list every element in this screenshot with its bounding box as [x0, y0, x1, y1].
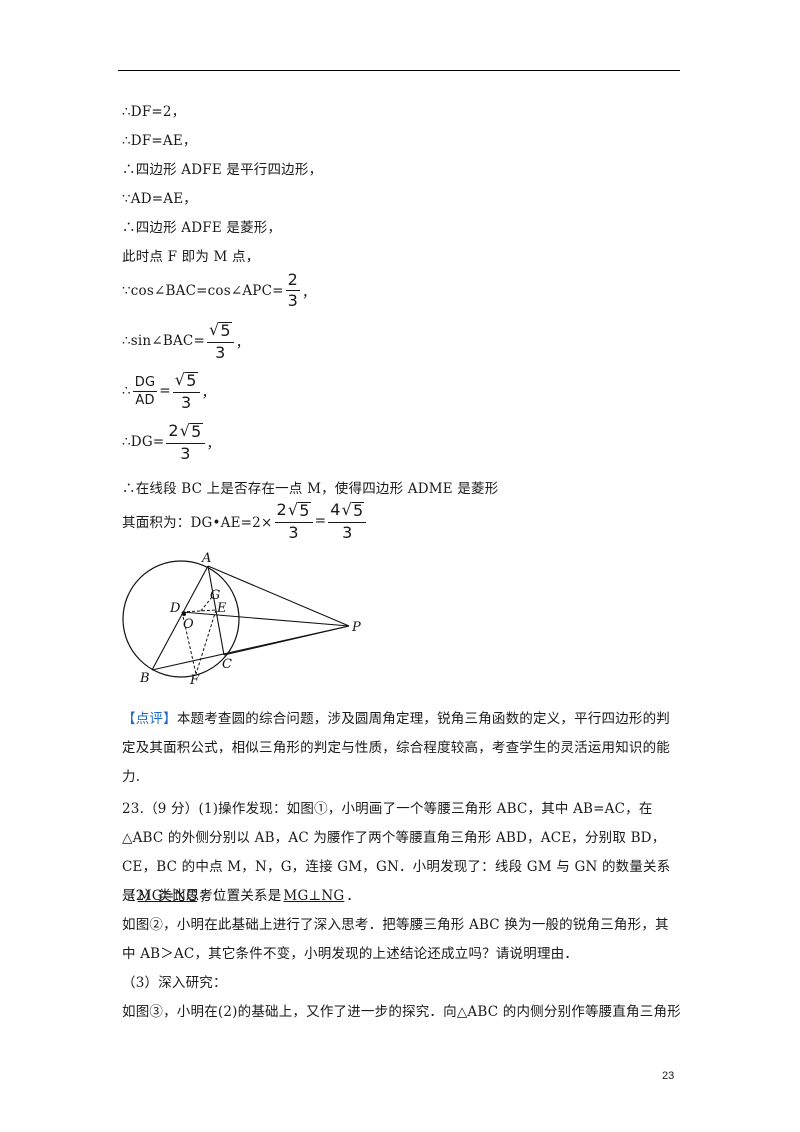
question-23-part1: 23.（9 分）(1)操作发现：如图①，小明画了一个等腰三角形 ABC，其中 A…: [122, 795, 682, 911]
segment-de: [181, 609, 217, 613]
step-line-dg: ∴DG= 2√5 3 ，: [122, 423, 220, 462]
review-text: 本题考查圆的综合问题，涉及圆周角定理，锐角三角函数的定义，平行四边形的判定及其面…: [122, 711, 671, 785]
equals: =: [159, 383, 171, 400]
sin-text: ∴sin∠BAC=: [122, 333, 205, 350]
center-point-o: [182, 612, 186, 616]
fraction-numerator: DG: [132, 374, 158, 392]
segment-ab: [151, 565, 209, 671]
fraction-denominator: 3: [180, 443, 191, 463]
label-f: F: [189, 673, 200, 687]
fraction-numerator: √5: [206, 320, 234, 343]
sqrt: √5: [174, 370, 198, 390]
label-c: C: [222, 657, 232, 672]
question-text: 23.（9 分）(1)操作发现：如图①，小明画了一个等腰三角形 ABC，其中 A…: [122, 801, 671, 904]
fraction-2root5-over-3: 2√5 3: [166, 421, 205, 463]
label-b: B: [139, 671, 150, 686]
answer-blank-quantity: MG=NG: [137, 888, 198, 904]
label-e: E: [216, 601, 227, 616]
fraction-denominator: 3: [287, 291, 299, 310]
label-p: P: [351, 620, 361, 635]
fraction-dg-over-ad: DG AD: [132, 374, 158, 408]
comma: ，: [302, 284, 316, 301]
question-23-part3: 如图③，小明在(2)的基础上，又作了进一步的探究．向△ABC 的内侧分别作等腰直…: [122, 1004, 681, 1020]
step-line-1: ∴DF=2，: [122, 104, 186, 120]
fraction-two-thirds: 2 3: [285, 270, 301, 310]
label-g: G: [210, 588, 220, 603]
step-line-ratio: ∴ DG AD = √5 3 ，: [122, 372, 215, 411]
step-line-5: ∴四边形 ADFE 是菱形，: [122, 220, 282, 236]
label-a: A: [201, 552, 211, 566]
sqrt: √5: [287, 500, 311, 520]
fraction-numerator: 2: [285, 270, 301, 291]
fraction-denominator: 3: [342, 522, 353, 542]
step-line-6: 此时点 F 即为 M 点，: [122, 249, 260, 265]
question-text: ．: [346, 888, 361, 904]
step-line-sin: ∴sin∠BAC= √5 3 ，: [122, 322, 249, 361]
fraction-4root5-over-3: 4√5 3: [328, 500, 367, 542]
label-d: D: [169, 601, 181, 616]
equals: =: [314, 513, 327, 530]
fraction-root5-over-3: √5 3: [172, 370, 200, 412]
review-tag: 【点评】: [122, 711, 177, 727]
fraction-denominator: 3: [215, 342, 226, 362]
fraction-numerator: 2√5: [274, 500, 313, 523]
step-line-area: 其面积为：DG•AE=2× 2√5 3 = 4√5 3: [122, 502, 368, 541]
segment-dp: [181, 611, 350, 627]
question-23-part2-title: （2）类比思考：: [122, 888, 227, 904]
sqrt: √5: [341, 500, 365, 520]
fraction-denominator: 3: [181, 392, 192, 412]
review-paragraph: 【点评】本题考查圆的综合问题，涉及圆周角定理，锐角三角函数的定义，平行四边形的判…: [122, 705, 682, 792]
dg-text: ∴DG=: [122, 434, 165, 451]
fraction-numerator: 4√5: [328, 500, 367, 523]
step-line-2: ∴DF=AE，: [122, 133, 197, 149]
fraction-denominator: AD: [135, 392, 155, 408]
segment-cp: [223, 625, 350, 656]
comma: ，: [206, 436, 221, 453]
step-line-4: ∵AD=AE，: [122, 191, 197, 207]
header-rule: [118, 70, 680, 71]
segment-dg: [199, 596, 213, 613]
segment-df: [181, 611, 197, 675]
label-o: O: [183, 617, 194, 632]
question-23-part3-title: （3）深入研究：: [122, 975, 227, 991]
fraction-numerator: 2√5: [166, 421, 205, 444]
geometry-figure: A B C D E F G O P: [122, 552, 361, 687]
area-text: 其面积为：DG•AE=2×: [122, 515, 273, 532]
segment-ef: [195, 609, 217, 675]
step-line-cos: ∵cos∠BAC=cos∠APC= 2 3 ，: [122, 272, 316, 309]
step-line-conclusion: ∴在线段 BC 上是否存在一点 M，使得四边形 ADME 是菱形: [122, 481, 499, 497]
page-number: 23: [662, 1070, 675, 1082]
fraction-denominator: 3: [288, 522, 299, 542]
fraction-2root5-over-3: 2√5 3: [274, 500, 313, 542]
sqrt: √5: [208, 320, 232, 340]
question-23-part2: 如图②，小明在此基础上进行了深入思考．把等腰三角形 ABC 换为一般的锐角三角形…: [122, 917, 669, 962]
cos-text: ∵cos∠BAC=cos∠APC=: [122, 282, 284, 299]
therefore: ∴: [122, 383, 131, 400]
question-text: ；位置关系是: [199, 888, 282, 904]
answer-blank-position: MG⊥NG: [283, 888, 345, 904]
comma: ，: [201, 385, 216, 402]
segment-ap: [207, 565, 350, 627]
comma: ，: [235, 335, 250, 352]
sqrt: √5: [179, 421, 203, 441]
fraction-root5-over-3: √5 3: [206, 320, 234, 362]
fraction-numerator: √5: [172, 370, 200, 393]
circle-o: [122, 560, 240, 678]
step-line-3: ∴四边形 ADFE 是平行四边形，: [122, 162, 323, 178]
